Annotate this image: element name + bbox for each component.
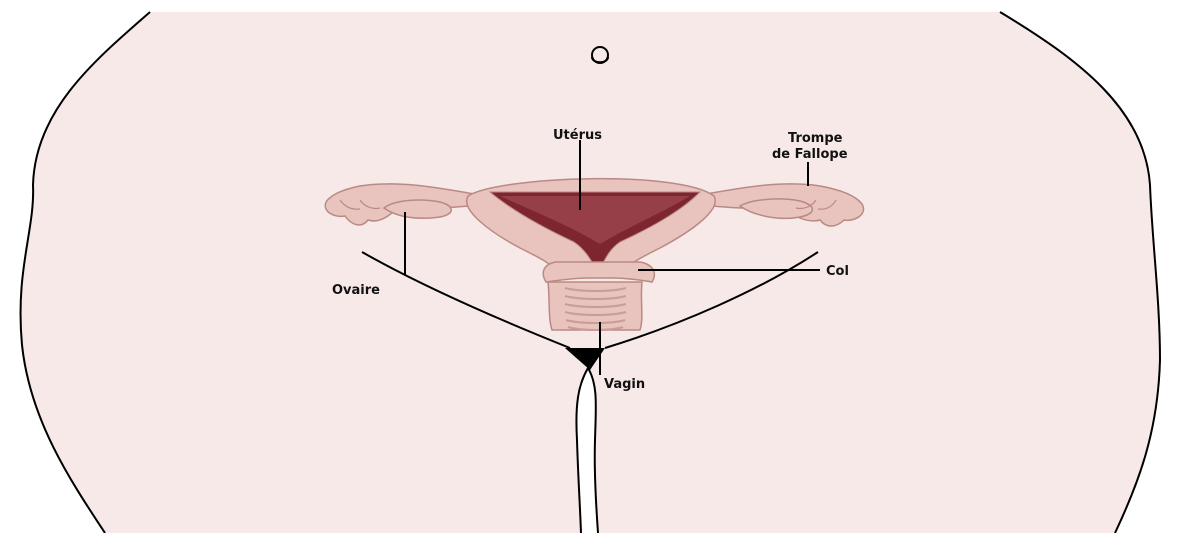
label-uterus: Utérus <box>553 128 602 143</box>
leg-gap-outline <box>576 368 598 533</box>
label-vagina: Vagin <box>604 377 645 392</box>
label-cervix: Col <box>826 264 849 279</box>
label-tube-line1: Trompe <box>788 131 843 146</box>
label-ovary: Ovaire <box>332 283 380 298</box>
label-tube-line2: de Fallope <box>772 147 848 162</box>
